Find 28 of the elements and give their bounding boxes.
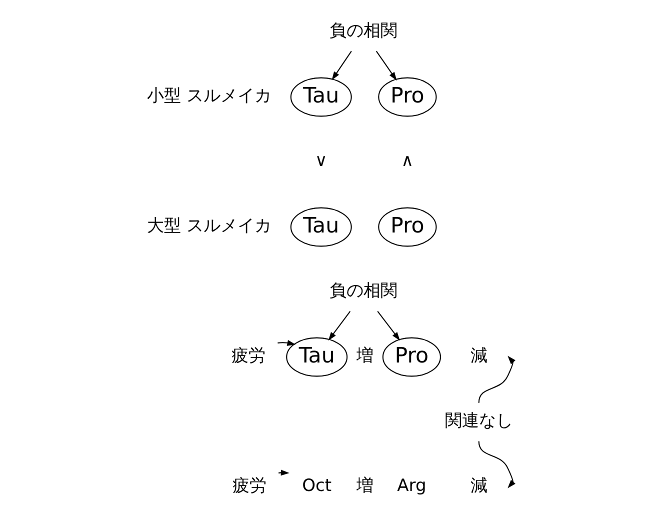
arrow: [278, 340, 296, 346]
node-text: 負の相関: [330, 281, 398, 302]
node-text: 疲労: [232, 476, 267, 496]
node-text: Arg: [397, 476, 426, 496]
label: ∨: [314, 151, 328, 172]
node-text: 減: [470, 476, 488, 496]
label: 小型 スルメイカ: [146, 86, 272, 106]
arrow: [377, 310, 400, 341]
node-ellipse: Pro: [378, 77, 437, 117]
node-label: 増: [356, 346, 374, 366]
arrow: [478, 441, 516, 488]
node-text: Oct: [302, 476, 332, 496]
node-ellipse: Tau: [290, 77, 352, 117]
arrow: [278, 470, 290, 476]
node-text: 減: [470, 346, 488, 366]
arrow: [332, 50, 352, 80]
arrow: [376, 50, 397, 81]
node-text: 関連なし: [444, 411, 513, 432]
node-label: 増: [356, 476, 374, 496]
node-ellipse: Pro: [382, 337, 441, 377]
label: ∧: [401, 151, 414, 172]
arrow: [478, 356, 516, 403]
label: 大型 スルメイカ: [146, 216, 272, 236]
node-text: 負の相関: [330, 21, 398, 42]
node-text: 疲労: [232, 346, 266, 366]
node-ellipse: Tau: [290, 207, 352, 247]
node-ellipse: Pro: [378, 207, 437, 247]
arrow: [328, 310, 351, 341]
